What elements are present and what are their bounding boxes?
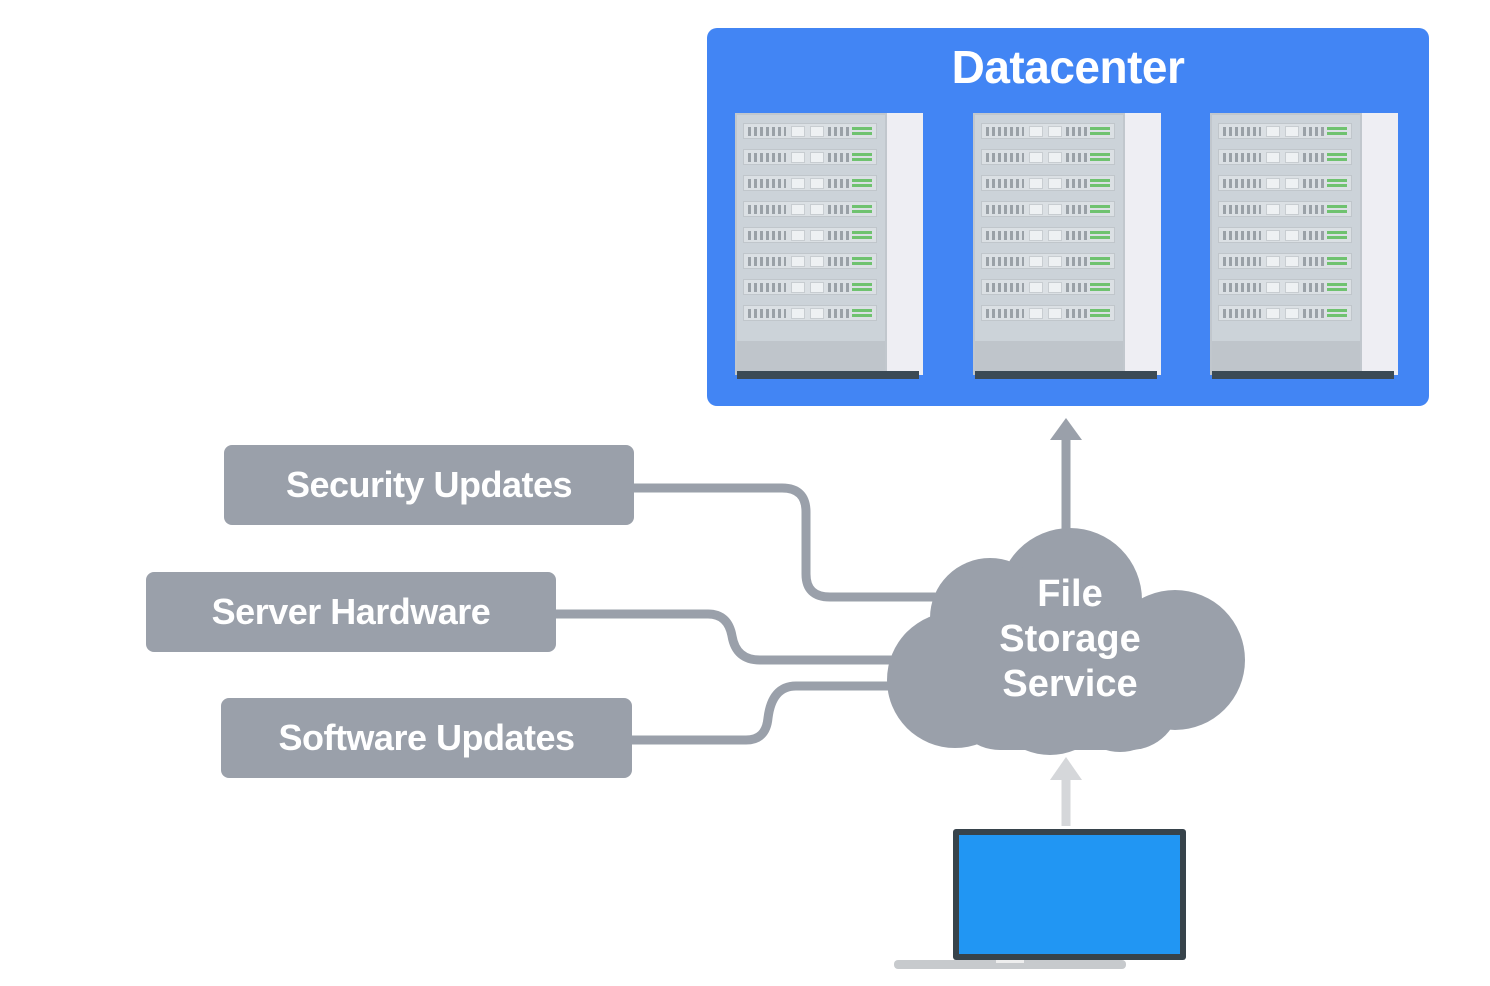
server-unit [743, 305, 877, 321]
server-rack-icon [973, 113, 1161, 381]
server-unit [743, 123, 877, 139]
server-unit [743, 175, 877, 191]
security-updates-box: Security Updates [224, 445, 634, 525]
connector-security-updates [629, 483, 940, 602]
connector-software-updates [627, 681, 900, 745]
arrow-to-datacenter-head [1050, 418, 1082, 440]
server-unit [1218, 227, 1352, 243]
cloud-label-line: Service [1002, 663, 1138, 705]
server-unit [981, 279, 1115, 295]
server-unit [981, 123, 1115, 139]
software-updates-label: Software Updates [278, 717, 575, 758]
software-updates-box: Software Updates [221, 698, 632, 778]
server-rack-icon [735, 113, 923, 381]
server-rack-icon [1210, 113, 1398, 381]
laptop-icon [894, 829, 1186, 969]
connector-server-hardware [550, 609, 900, 665]
server-unit [1218, 201, 1352, 217]
server-unit [743, 279, 877, 295]
cloud-label-line: File [1037, 573, 1103, 615]
server-unit [1218, 305, 1352, 321]
server-hardware-box: Server Hardware [146, 572, 556, 652]
server-unit [743, 253, 877, 269]
server-unit [1218, 123, 1352, 139]
server-hardware-label: Server Hardware [211, 591, 491, 632]
security-updates-label: Security Updates [285, 464, 573, 505]
cloud-label: File Storage Service [960, 572, 1180, 707]
server-unit [981, 201, 1115, 217]
server-unit [981, 175, 1115, 191]
server-unit [743, 201, 877, 217]
server-unit [981, 253, 1115, 269]
server-unit [743, 227, 877, 243]
server-unit [981, 149, 1115, 165]
server-unit [981, 227, 1115, 243]
server-unit [1218, 253, 1352, 269]
server-unit [1218, 279, 1352, 295]
server-unit [1218, 149, 1352, 165]
server-unit [981, 305, 1115, 321]
cloud-label-line: Storage [999, 618, 1141, 660]
server-unit [1218, 175, 1352, 191]
datacenter-title: Datacenter [951, 41, 1185, 93]
server-unit [743, 149, 877, 165]
arrow-from-laptop-head [1050, 757, 1082, 780]
cloud-shape [887, 528, 1245, 755]
